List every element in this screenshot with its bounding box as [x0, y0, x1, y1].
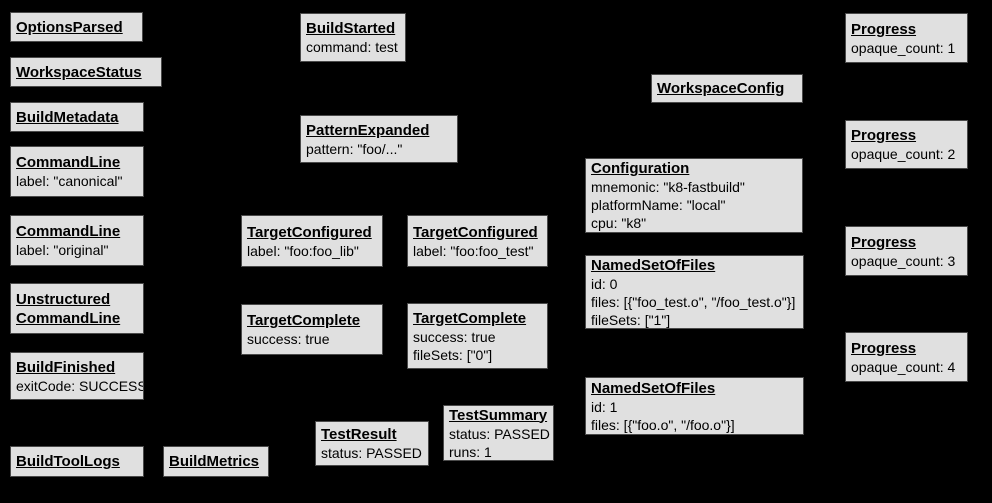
node-attribute: id: 1	[591, 398, 618, 415]
node-target-configured-foo-lib: TargetConfigured label: "foo:foo_lib"	[241, 215, 383, 267]
node-attribute: command: test	[306, 39, 398, 55]
node-attribute: id: 0	[591, 275, 618, 292]
node-title: WorkspaceConfig	[657, 80, 785, 97]
node-title: CommandLine	[16, 154, 121, 171]
node-title: Progress	[851, 20, 917, 38]
node-title: BuildStarted	[306, 20, 396, 37]
node-attribute: label: "foo:foo_test"	[413, 242, 534, 259]
node-workspace-config: WorkspaceConfig	[651, 74, 803, 103]
node-title: BuildToolLogs	[16, 453, 120, 470]
node-attribute: opaque_count: 1	[851, 39, 956, 56]
node-attribute: success: true	[247, 331, 330, 347]
node-workspace-status: WorkspaceStatus	[10, 57, 162, 87]
node-title: BuildFinished	[16, 358, 116, 376]
node-title: BuildMetrics	[169, 453, 260, 470]
node-progress-4: Progress opaque_count: 4	[845, 332, 968, 382]
node-target-configured-foo-test: TargetConfigured label: "foo:foo_test"	[407, 215, 548, 267]
node-build-finished: BuildFinished exitCode: SUCCESS	[10, 352, 144, 400]
node-progress-3: Progress opaque_count: 3	[845, 226, 968, 276]
node-title: PatternExpanded	[306, 121, 430, 139]
node-title: NamedSetOfFiles	[591, 379, 716, 397]
node-target-complete-foo-test: TargetComplete success: true fileSets: […	[407, 303, 548, 369]
node-command-line-original: CommandLine label: "original"	[10, 215, 144, 266]
node-title: TestResult	[321, 426, 397, 443]
node-attribute: files: [{"foo.o", "/foo.o"}]	[591, 416, 735, 433]
node-unstructured-command-line: Unstructured CommandLine	[10, 283, 144, 334]
node-title: Configuration	[591, 160, 690, 177]
node-test-result: TestResult status: PASSED	[315, 421, 429, 466]
node-attribute: platformName: "local"	[591, 197, 726, 213]
node-progress-1: Progress opaque_count: 1	[845, 13, 968, 63]
node-title: TargetComplete	[247, 312, 361, 329]
node-command-line-canonical: CommandLine label: "canonical"	[10, 146, 144, 197]
node-attribute: exitCode: SUCCESS	[16, 377, 144, 394]
node-attribute: success: true	[413, 328, 496, 345]
node-title: Unstructured CommandLine	[16, 290, 121, 327]
node-title: BuildMetadata	[16, 108, 119, 126]
node-attribute: label: "canonical"	[16, 173, 123, 189]
node-title: Progress	[851, 339, 917, 357]
node-attribute: files: [{"foo_test.o", "/foo_test.o"}]	[591, 293, 796, 310]
node-title: Progress	[851, 233, 917, 251]
node-named-set-of-files-0: NamedSetOfFiles id: 0 files: [{"foo_test…	[585, 255, 804, 329]
node-build-metadata: BuildMetadata	[10, 102, 144, 132]
node-named-set-of-files-1: NamedSetOfFiles id: 1 files: [{"foo.o", …	[585, 377, 804, 435]
node-title: TestSummary	[449, 406, 548, 424]
node-attribute: fileSets: ["0"]	[413, 346, 493, 363]
node-title: TargetComplete	[413, 309, 527, 327]
node-attribute: status: PASSED	[321, 445, 422, 461]
node-attribute: opaque_count: 2	[851, 146, 956, 162]
node-target-complete-foo-lib: TargetComplete success: true	[241, 304, 383, 355]
node-attribute: runs: 1	[449, 443, 492, 460]
node-options-parsed: OptionsParsed	[10, 12, 143, 42]
node-build-started: BuildStarted command: test	[300, 13, 406, 62]
node-configuration: Configuration mnemonic: "k8-fastbuild" p…	[585, 158, 803, 233]
node-test-summary: TestSummary status: PASSED runs: 1	[443, 405, 554, 461]
node-build-metrics: BuildMetrics	[163, 446, 269, 477]
node-attribute: label: "original"	[16, 242, 109, 258]
node-pattern-expanded: PatternExpanded pattern: "foo/..."	[300, 115, 458, 163]
node-attribute: cpu: "k8"	[591, 215, 647, 231]
node-title: CommandLine	[16, 223, 121, 240]
node-title: WorkspaceStatus	[16, 63, 142, 81]
node-title: TargetConfigured	[413, 223, 538, 241]
node-attribute: fileSets: ["1"]	[591, 311, 671, 328]
node-attribute: label: "foo:foo_lib"	[247, 242, 359, 259]
node-title: OptionsParsed	[16, 18, 123, 36]
node-progress-2: Progress opaque_count: 2	[845, 120, 968, 169]
node-attribute: pattern: "foo/..."	[306, 140, 403, 157]
node-title: NamedSetOfFiles	[591, 256, 716, 274]
node-title: TargetConfigured	[247, 223, 372, 241]
node-attribute: status: PASSED	[449, 425, 550, 442]
node-title: Progress	[851, 127, 917, 144]
node-attribute: mnemonic: "k8-fastbuild"	[591, 179, 745, 195]
node-attribute: opaque_count: 4	[851, 358, 956, 375]
node-build-tool-logs: BuildToolLogs	[10, 446, 144, 477]
node-attribute: opaque_count: 3	[851, 252, 956, 269]
